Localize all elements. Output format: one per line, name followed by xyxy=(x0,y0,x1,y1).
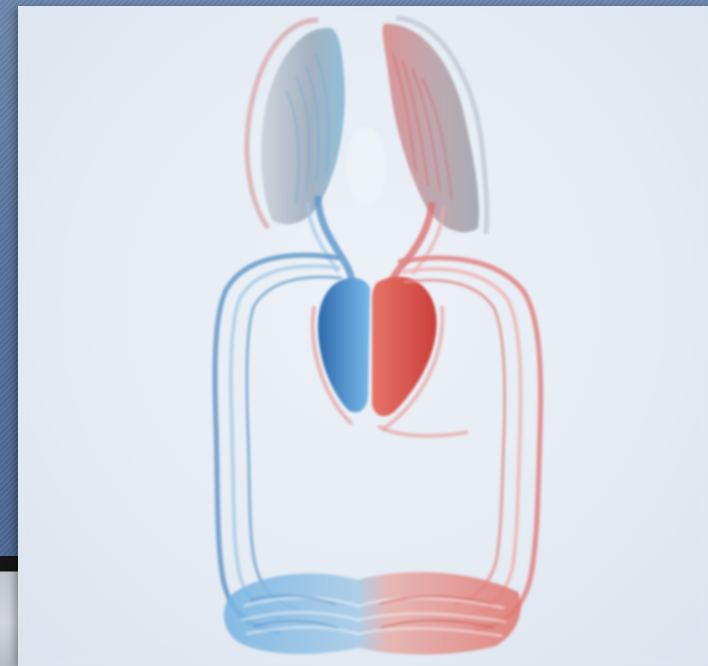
circulatory-system-icon xyxy=(18,6,708,666)
diagram-card xyxy=(18,6,708,666)
